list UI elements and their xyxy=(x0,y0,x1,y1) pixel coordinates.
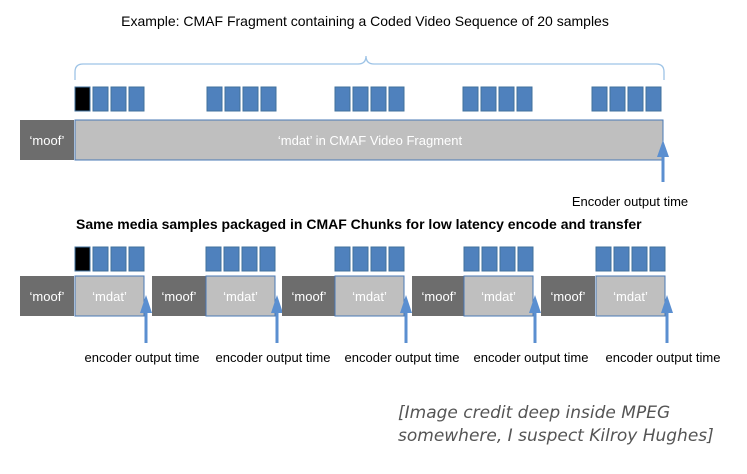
chunk-moof-box xyxy=(20,276,74,316)
fragment-mdat-label: ‘mdat’ in CMAF Video Fragment xyxy=(278,133,463,148)
chunk-mdat-label: ‘mdat’ xyxy=(223,289,258,304)
encoder-output-arrow-head xyxy=(140,295,152,313)
encoder-output-time-label: encoder output time xyxy=(474,350,589,365)
chunk-moof-label: ‘moof’ xyxy=(30,289,65,304)
video-sample xyxy=(205,246,222,272)
chunk-moof-box xyxy=(541,276,595,316)
chunk-mdat-box xyxy=(74,275,145,317)
chunk-mdat-label: ‘mdat’ xyxy=(352,289,387,304)
keyframe-sample xyxy=(74,86,91,112)
video-sample xyxy=(241,246,258,272)
video-sample xyxy=(595,246,612,272)
video-sample xyxy=(128,246,145,272)
video-sample xyxy=(631,246,648,272)
video-sample xyxy=(480,86,497,112)
video-sample xyxy=(498,86,515,112)
video-sample xyxy=(388,86,405,112)
video-sample xyxy=(370,86,387,112)
encoder-output-time-label: encoder output time xyxy=(216,350,331,365)
chunk-mdat-label: ‘mdat’ xyxy=(92,289,127,304)
video-sample xyxy=(517,246,534,272)
chunk-mdat-box xyxy=(463,275,534,317)
chunk-moof-label: ‘moof’ xyxy=(551,289,586,304)
fragment-sample-row xyxy=(74,86,662,112)
video-sample xyxy=(462,86,479,112)
chunk-mdat-box xyxy=(595,275,666,317)
video-sample xyxy=(481,246,498,272)
video-sample xyxy=(591,86,608,112)
video-sample xyxy=(206,86,223,112)
video-sample xyxy=(649,246,666,272)
video-sample xyxy=(388,246,405,272)
chunk-moof-box xyxy=(412,276,466,316)
chunk-mdat-box xyxy=(205,275,276,317)
video-sample xyxy=(334,86,351,112)
video-sample xyxy=(352,86,369,112)
chunk-mdat-box xyxy=(334,275,405,317)
fragment-output-time-label: Encoder output time xyxy=(572,194,688,209)
fragment-moof-box xyxy=(20,120,74,160)
chunk-moof-label: ‘moof’ xyxy=(292,289,327,304)
video-sample xyxy=(224,86,241,112)
image-credit: [Image credit deep inside MPEG somewhere… xyxy=(398,402,738,448)
video-sample xyxy=(260,86,277,112)
encoder-output-arrow-head xyxy=(400,295,412,313)
encoder-output-arrow-head xyxy=(529,295,541,313)
chunk-moof-label: ‘moof’ xyxy=(162,289,197,304)
chunk-moof-box xyxy=(282,276,336,316)
chunk-moof-box xyxy=(152,276,206,316)
image-credit-line-1: [Image credit deep inside MPEG xyxy=(398,403,671,423)
image-credit-line-2: somewhere, I suspect Kilroy Hughes] xyxy=(398,426,714,446)
video-sample xyxy=(645,86,662,112)
encoder-output-time-label: encoder output time xyxy=(606,350,721,365)
video-sample xyxy=(370,246,387,272)
video-sample xyxy=(223,246,240,272)
video-sample xyxy=(242,86,259,112)
video-sample xyxy=(613,246,630,272)
video-sample xyxy=(92,246,109,272)
diagram-title: Example: CMAF Fragment containing a Code… xyxy=(121,13,609,29)
chunk-row: ‘moof’ ‘mdat’ encoder output time ‘moof’ ‘md… xyxy=(20,246,721,365)
encoder-output-arrow-head xyxy=(661,295,673,313)
chunk-mdat-label: ‘mdat’ xyxy=(613,289,648,304)
encoder-output-time-label: encoder output time xyxy=(85,350,200,365)
video-sample xyxy=(110,86,127,112)
video-sample xyxy=(609,86,626,112)
video-sample xyxy=(352,246,369,272)
chunks-subtitle: Same media samples packaged in CMAF Chun… xyxy=(76,216,642,232)
chunk-mdat-label: ‘mdat’ xyxy=(481,289,516,304)
encoder-output-arrow-head xyxy=(271,295,283,313)
encoder-output-time-label: encoder output time xyxy=(345,350,460,365)
video-sample xyxy=(259,246,276,272)
video-sample xyxy=(128,86,145,112)
video-sample xyxy=(516,86,533,112)
fragment-brace xyxy=(74,55,665,80)
fragment-output-arrow xyxy=(657,140,669,182)
video-sample xyxy=(499,246,516,272)
fragment-mdat-box xyxy=(74,119,664,161)
fragment-moof-label: ‘moof’ xyxy=(30,133,65,148)
chunk-moof-label: ‘moof’ xyxy=(422,289,457,304)
video-sample xyxy=(334,246,351,272)
video-sample xyxy=(92,86,109,112)
video-sample xyxy=(110,246,127,272)
keyframe-sample xyxy=(74,246,91,272)
video-sample xyxy=(627,86,644,112)
video-sample xyxy=(463,246,480,272)
